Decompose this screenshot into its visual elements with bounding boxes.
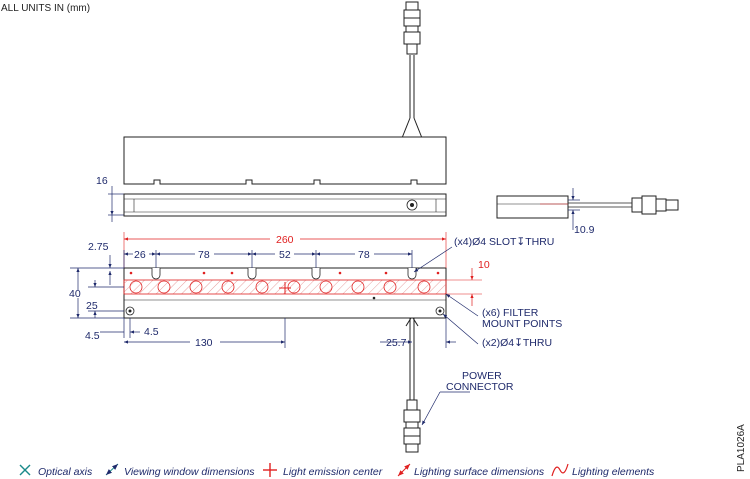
lighting-element-5 <box>255 280 269 294</box>
legend-lighting-elements: Lighting elements <box>572 466 655 478</box>
dim-spacing-78a: 78 <box>198 249 210 261</box>
legend-viewing-window: Viewing window dimensions <box>124 466 255 478</box>
viewing-window-icon <box>105 463 119 476</box>
dim-overall-length: 260 <box>123 232 447 268</box>
dim-10-9: 10.9 <box>568 188 595 236</box>
legend: Optical axis Viewing window dimensions L… <box>19 463 655 478</box>
light-center-icon <box>263 463 277 477</box>
right-side-view <box>496 195 679 219</box>
units-note: ALL UNITS IN (mm) <box>1 3 90 14</box>
dim-10-9-label: 10.9 <box>574 224 595 236</box>
filter-callout-line2: MOUNT POINTS <box>482 318 562 330</box>
dim-4-5-right-label: 4.5 <box>144 326 159 338</box>
filter-callout: (x6) FILTER MOUNT POINTS <box>445 293 562 330</box>
dim-light-width: 10 <box>446 259 490 306</box>
lighting-element-7 <box>319 280 333 294</box>
slot-3 <box>311 268 321 280</box>
dim-40-label: 40 <box>69 288 81 300</box>
dim-spacing-78b: 78 <box>358 249 370 261</box>
dim-left-group <box>70 255 140 338</box>
slot-4 <box>407 268 417 280</box>
legend-optical-axis: Optical axis <box>38 466 93 478</box>
lighting-elements <box>129 280 431 294</box>
lighting-surface-icon <box>397 463 411 477</box>
dim-height-side: 16 <box>96 175 124 222</box>
thru-callout-text: (x2)Ø4↧THRU <box>482 337 552 349</box>
dim-25-label: 25 <box>86 300 98 312</box>
drawing-code: PLA1026A <box>736 424 747 472</box>
lighting-element-6 <box>287 280 301 294</box>
power-callout-line2: CONNECTOR <box>446 381 514 393</box>
bottom-cable <box>405 317 419 400</box>
dim-connector-offset <box>380 318 456 348</box>
filter-callout-line1: (x6) FILTER <box>482 307 539 319</box>
legend-light-center: Light emission center <box>283 466 383 478</box>
optical-axis-icon <box>19 464 31 476</box>
light-emission-center <box>279 282 291 294</box>
dim-25-7-label: 25.7 <box>386 337 407 349</box>
dim-2-75-label: 2.75 <box>88 241 109 253</box>
lighting-element-8 <box>351 280 365 294</box>
side-profile <box>123 193 447 217</box>
dim-10-label: 10 <box>478 259 490 271</box>
top-connector <box>403 1 421 55</box>
slot-1 <box>151 268 161 280</box>
lighting-element-9 <box>383 280 397 294</box>
dim-260-label: 260 <box>276 234 294 246</box>
filter-mount-points <box>129 271 440 275</box>
lighting-element-1 <box>129 280 143 294</box>
slot-callout: (x4)Ø4 SLOT↧THRU <box>413 236 554 273</box>
legend-lighting-surface: Lighting surface dimensions <box>414 466 545 478</box>
bottom-connector <box>403 399 421 453</box>
lighting-element-10 <box>417 280 431 294</box>
slot-callout-text: (x4)Ø4 SLOT↧THRU <box>454 236 554 248</box>
top-cable <box>401 55 423 139</box>
power-connector-callout: POWER CONNECTOR <box>421 370 514 426</box>
dim-4-5-left-label: 4.5 <box>85 330 100 342</box>
dim-spacing-52: 52 <box>279 249 291 261</box>
lighting-element-4 <box>221 280 235 294</box>
lighting-element-2 <box>157 280 171 294</box>
lighting-elements-icon <box>551 463 569 477</box>
slot-2 <box>247 268 257 280</box>
dim-spacing-row <box>123 250 413 268</box>
thru-callout: (x2)Ø4↧THRU <box>442 313 552 349</box>
dim-16-label: 16 <box>96 175 108 187</box>
dim-130-label: 130 <box>195 337 213 349</box>
power-callout-line1: POWER <box>462 370 502 382</box>
dim-spacing-26: 26 <box>134 249 146 261</box>
top-view <box>123 136 447 185</box>
dim-center-x <box>123 318 286 348</box>
lighting-element-3 <box>189 280 203 294</box>
